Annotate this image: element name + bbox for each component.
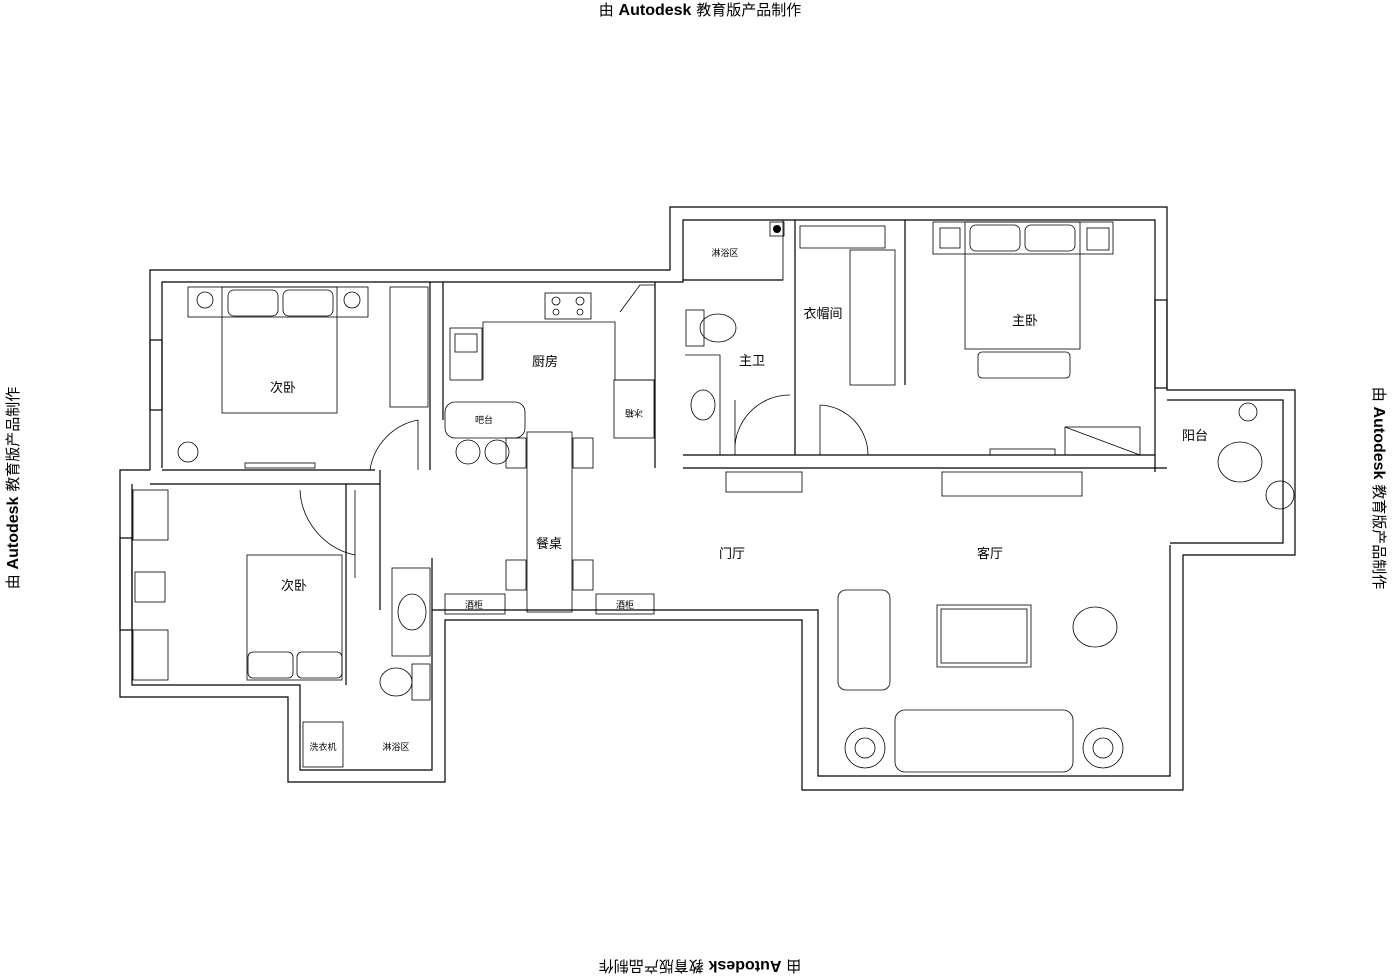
master-bath-fixtures: [682, 219, 896, 455]
living-room-furniture: [837, 589, 1124, 773]
label-foyer: 门厅: [719, 547, 745, 562]
room-labels: 次卧 厨房 吧台 冰箱 淋浴区 主卫 衣帽间 主卧 阳台 餐桌 门厅 客厅 次卧…: [270, 247, 1208, 753]
label-living-room: 客厅: [977, 546, 1003, 562]
label-master-bath: 主卫: [739, 354, 765, 369]
label-second-bedroom-bottom: 次卧: [281, 578, 307, 594]
label-bar: 吧台: [475, 414, 493, 426]
watermark-top: 由 Autodesk 教育版产品制作: [598, 1, 802, 19]
label-wine-cabinet-right: 酒柜: [616, 599, 634, 611]
bedroom-top-left-furniture: [177, 286, 429, 469]
label-shower-master: 淋浴区: [711, 247, 738, 259]
balcony-furniture: [1217, 402, 1295, 510]
label-wine-cabinet-left: 酒柜: [465, 599, 483, 611]
label-balcony: 阳台: [1182, 429, 1208, 444]
label-shower-guest: 淋浴区: [382, 741, 409, 753]
label-second-bedroom-top: 次卧: [270, 380, 296, 396]
label-fridge: 冰箱: [625, 407, 643, 419]
kitchen-fixtures: [444, 284, 655, 465]
bedroom-bottom-left-furniture: [132, 489, 343, 681]
exterior-walls: [119, 206, 1296, 791]
guest-bath-fixtures: [302, 567, 431, 768]
doors: [299, 394, 869, 578]
dining-furniture: [444, 431, 1083, 615]
label-cloakroom: 衣帽间: [803, 306, 842, 322]
label-dining-table: 餐桌: [536, 536, 562, 552]
label-washer: 洗衣机: [309, 741, 336, 753]
label-master-bedroom: 主卧: [1012, 314, 1038, 329]
master-bedroom-furniture: [932, 221, 1141, 456]
label-kitchen: 厨房: [532, 354, 558, 370]
